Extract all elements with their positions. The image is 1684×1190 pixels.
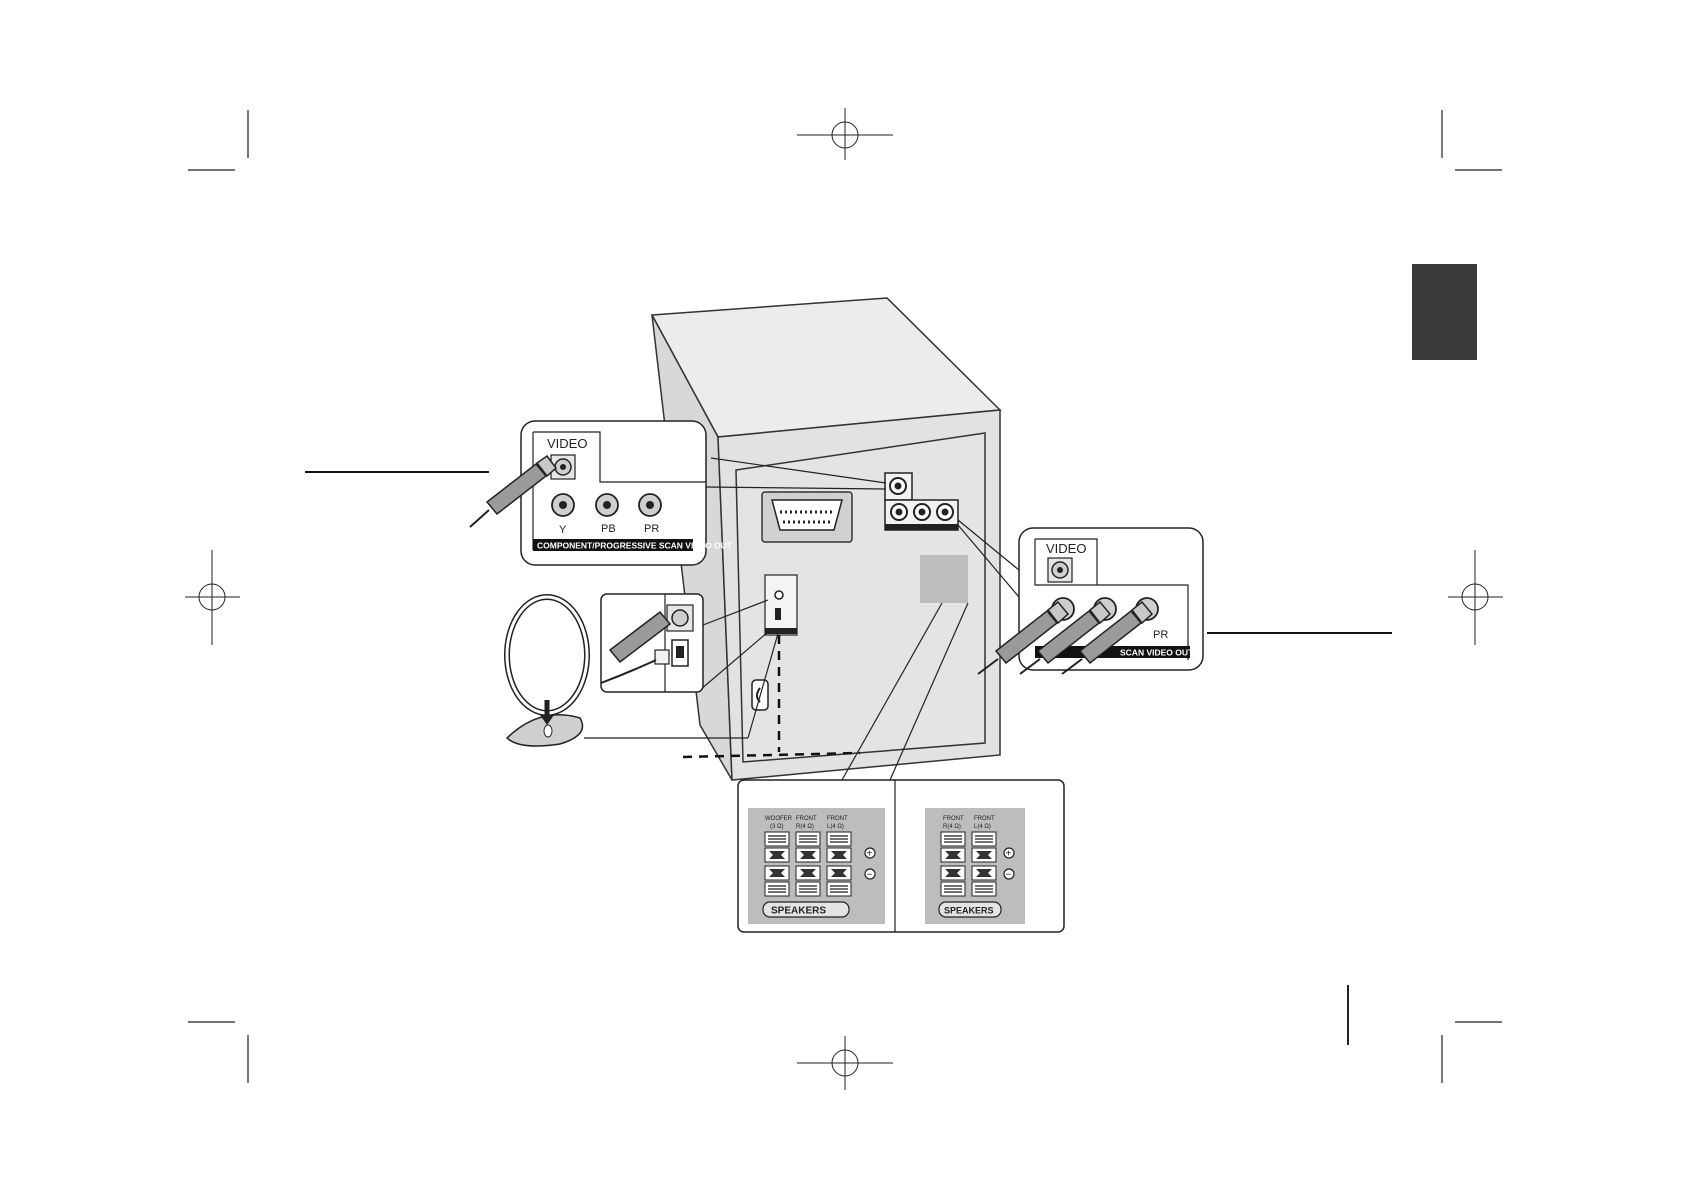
speaker-panel-b: FRONT R(4 Ω) FRONT L(4 Ω) + − SPEAKERS xyxy=(925,808,1025,924)
rca-plug-left xyxy=(469,454,558,528)
registration-mark-bottom xyxy=(797,1036,893,1090)
panel-b-col1: FRONT xyxy=(943,816,964,822)
panel-b-minus: − xyxy=(1006,870,1012,881)
panel-a-speakers-label: SPEAKERS xyxy=(771,906,826,917)
panel-a-plus: + xyxy=(867,849,873,860)
crop-marks xyxy=(188,110,1502,1083)
antenna-panel xyxy=(764,574,798,636)
scart-connector xyxy=(761,491,853,543)
rear-video-jacks xyxy=(884,472,959,531)
panel-a-col3: FRONT xyxy=(827,816,848,822)
jack-y-label: Y xyxy=(559,524,567,536)
panel-a-col2: FRONT xyxy=(796,816,817,822)
panel-b-plus: + xyxy=(1006,849,1012,860)
registration-mark-left xyxy=(185,550,240,645)
video-callout-right: VIDEO PR SCAN VIDEO OUT xyxy=(977,527,1204,675)
registration-mark-top xyxy=(797,108,893,160)
panel-b-col1-sub: R(4 Ω) xyxy=(943,824,961,830)
component-out-label-right: SCAN VIDEO OUT xyxy=(1120,648,1194,658)
rca-plugs-right xyxy=(977,600,1154,675)
speaker-panel-a: WOOFER (3 Ω) FRONT R(4 Ω) FRONT L(4 Ω) xyxy=(748,808,885,924)
antenna-callout xyxy=(600,593,704,693)
panel-b-speakers-label: SPEAKERS xyxy=(944,906,994,916)
callout-pointers xyxy=(584,457,1031,781)
panel-a-col1-sub: (3 Ω) xyxy=(770,824,784,830)
panel-a-col3-sub: L(4 Ω) xyxy=(827,824,844,830)
jack-pr-label: PR xyxy=(644,523,659,535)
panel-b-col2: FRONT xyxy=(974,816,995,822)
jack-pb-label: PB xyxy=(601,523,616,535)
panel-a-minus: − xyxy=(867,870,873,881)
panel-a-col1: WOOFER xyxy=(765,816,793,822)
registration-mark-right xyxy=(1448,550,1503,645)
speaker-terminal-area xyxy=(920,555,968,603)
component-out-label-left: COMPONENT/PROGRESSIVE SCAN VIDEO OUT xyxy=(537,541,733,551)
video-label-left: VIDEO xyxy=(547,436,587,451)
video-label-right: VIDEO xyxy=(1046,541,1086,556)
panel-a-col2-sub: R(4 Ω) xyxy=(796,824,814,830)
panel-b-col2-sub: L(4 Ω) xyxy=(974,824,991,830)
dashed-connection xyxy=(682,635,861,759)
video-callout-left: VIDEO Y PB PR COMPONENT/PROGRESSIVE SCAN… xyxy=(469,420,733,566)
jack-pr-label-right: PR xyxy=(1153,629,1168,641)
side-tab xyxy=(1412,264,1477,360)
loop-antenna xyxy=(504,594,590,747)
